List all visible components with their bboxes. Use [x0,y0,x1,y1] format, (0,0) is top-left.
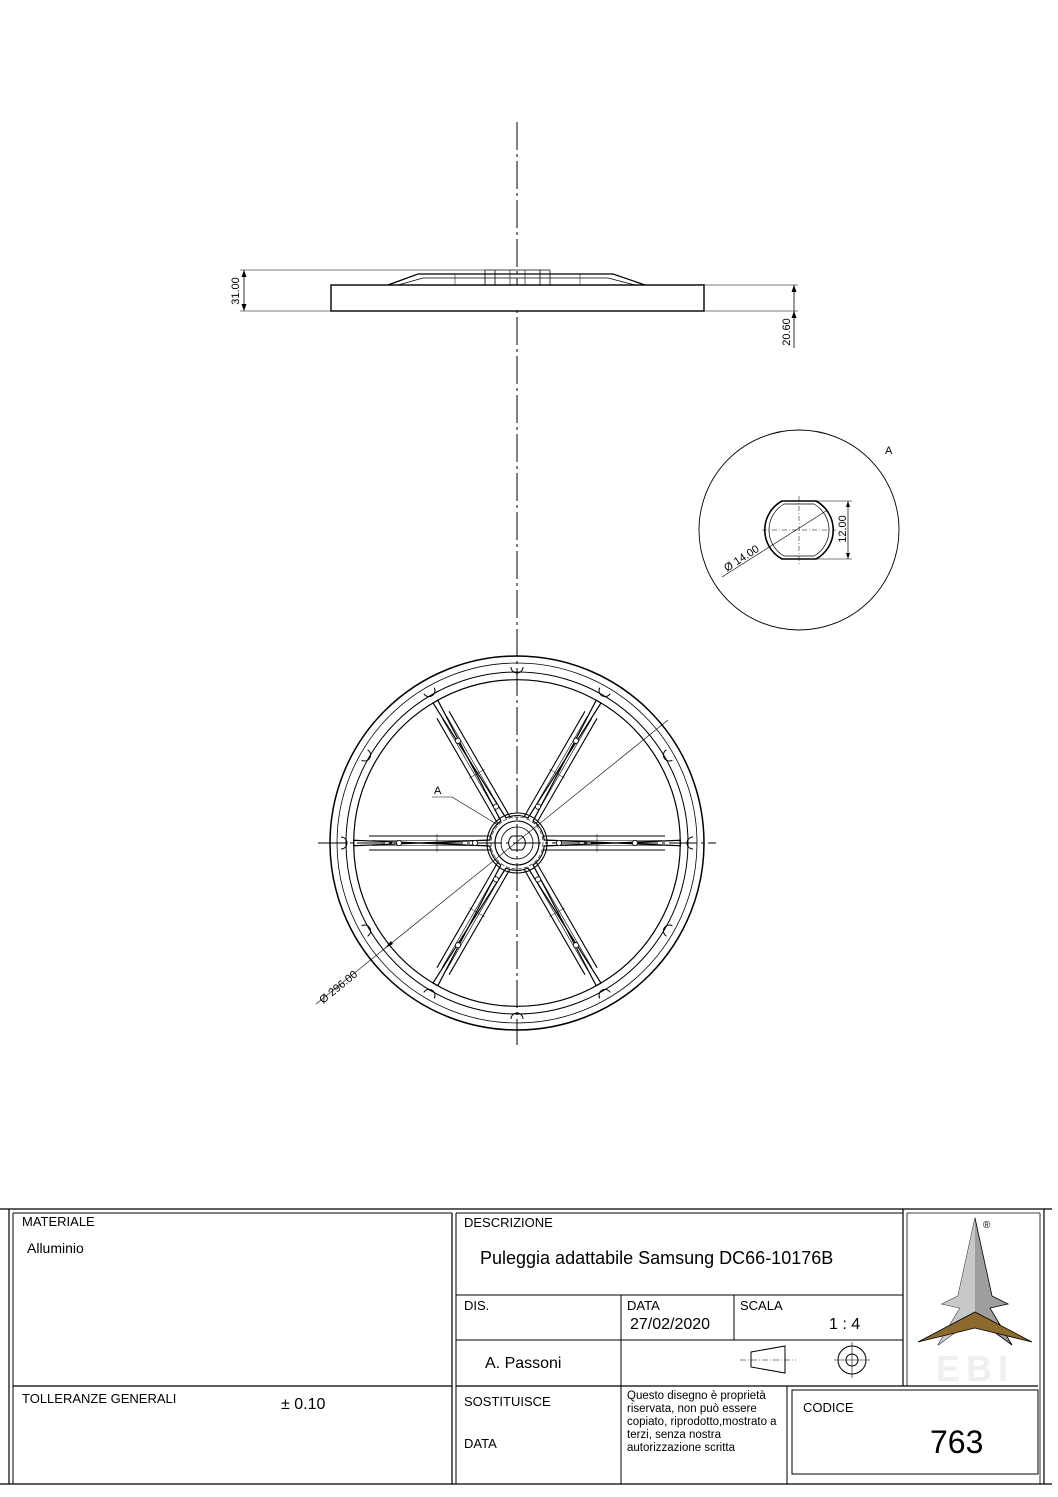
codice-label: CODICE [803,1400,854,1415]
dim-20-label: 20.60 [781,318,793,346]
descrizione-label: DESCRIZIONE [464,1215,553,1230]
dis-label: DIS. [464,1298,490,1313]
dim-12-label: 12.00 [837,515,849,543]
copyright-note: Questo disegno è proprietà riservata, no… [627,1390,777,1454]
title-block-frame [0,1208,1052,1485]
logo-registered-mark: ® [983,1220,991,1231]
logo-text: EBI [936,1348,1014,1389]
data-value: 27/02/2020 [630,1316,711,1333]
side-view [330,269,705,312]
materiale-value: Alluminio [27,1240,84,1256]
dimension-height-rim: 20.60 [704,284,798,348]
data-label: DATA [627,1298,660,1313]
detail-a-section-label: A [434,785,442,797]
dim-14-label: Ø 14.00 [722,543,761,574]
codice-value: 763 [930,1424,984,1460]
scala-label: SCALA [740,1298,783,1313]
front-view: A Ø 296.00 [315,655,716,1031]
dim-31-label: 31.00 [230,277,242,305]
dimension-height-total: 31.00 [230,269,485,312]
materiale-label: MATERIALE [22,1214,95,1229]
scala-value: 1 : 4 [829,1316,861,1333]
dis-value: A. Passoni [485,1355,562,1372]
tolleranze-label: TOLLERANZE GENERALI [22,1391,177,1406]
detail-a: A 12.00 Ø 14.00 [698,429,900,631]
dim-296-label: Ø 296.00 [317,969,360,1007]
ebi-logo-icon: ® EBI [917,1217,1033,1389]
descrizione-value: Puleggia adattabile Samsung DC66-10176B [480,1248,834,1268]
sostituisce-label: SOSTITUISCE [464,1394,551,1409]
projection-symbol-icon [740,1342,870,1378]
tolleranze-value: ± 0.10 [281,1396,326,1413]
detail-a-callout: A [885,445,893,457]
data2-label: DATA [464,1436,497,1451]
